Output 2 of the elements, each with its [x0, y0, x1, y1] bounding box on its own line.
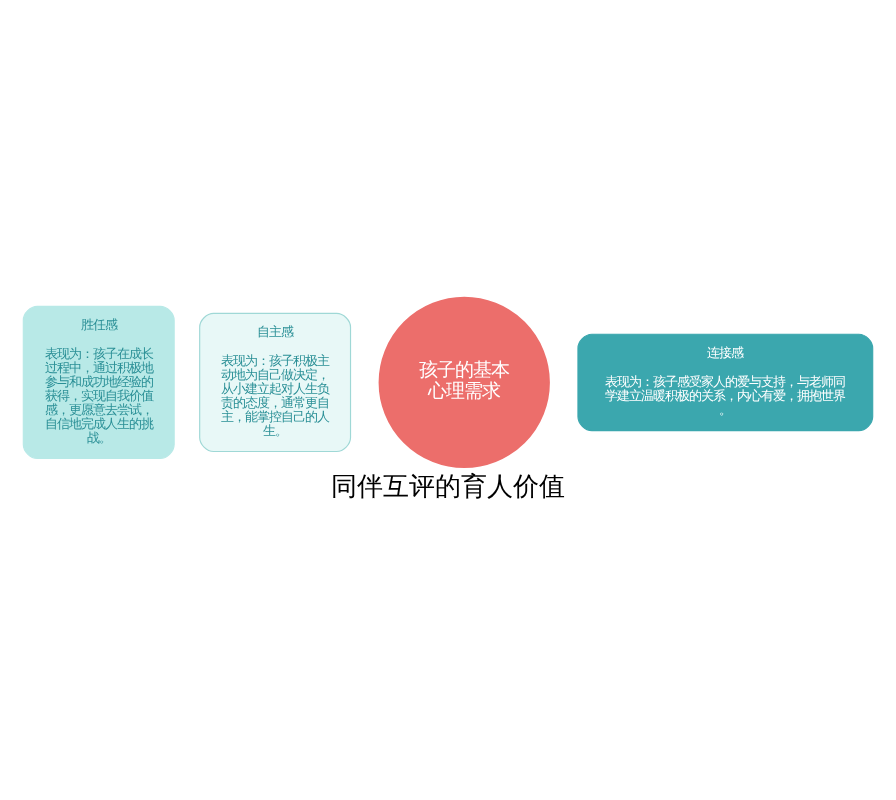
node-circle: 孩子的基本心理需求: [373, 291, 555, 472]
caption: 同伴互评的育人价值: [331, 472, 565, 503]
